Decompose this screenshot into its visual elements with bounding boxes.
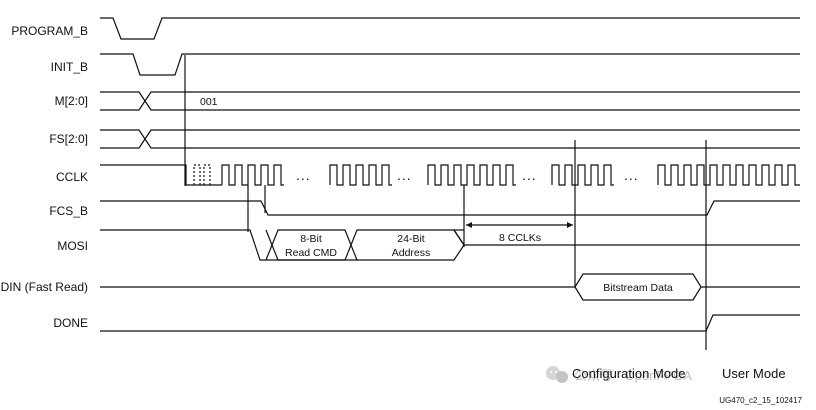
m-value: 001 <box>200 96 218 108</box>
cclk-ellipsis-1: ... <box>296 167 311 183</box>
mosi-cmd-line2: Read CMD <box>285 247 337 259</box>
user-mode-label: User Mode <box>722 366 786 381</box>
dummy-cycles-arrowheads <box>466 222 573 228</box>
label-m: M[2:0] <box>55 94 88 108</box>
mosi-addr-line1: 24-Bit <box>397 233 425 245</box>
cclk-waveform <box>100 165 800 185</box>
label-cclk: CCLK <box>56 170 88 184</box>
configuration-mode-label: Configuration Mode <box>572 366 685 381</box>
init-b-waveform <box>100 54 800 75</box>
dummy-cycles-label: 8 CCLKs <box>499 232 541 244</box>
cclk-ellipsis-4: ... <box>624 167 639 183</box>
label-din: DIN (Fast Read) <box>1 280 88 294</box>
din-bitstream-label: Bitstream Data <box>603 282 673 294</box>
done-waveform <box>100 315 800 331</box>
label-fs: FS[2:0] <box>49 132 88 146</box>
mosi-cmd-line1: 8-Bit <box>300 233 322 245</box>
cclk-ellipsis-3: ... <box>522 167 537 183</box>
wechat-icon <box>546 366 568 383</box>
label-fcs-b: FCS_B <box>49 204 88 218</box>
cclk-ellipsis-2: ... <box>397 167 412 183</box>
watermark: 公众号 · OpenFPGA <box>546 366 692 383</box>
label-program-b: PROGRAM_B <box>11 24 88 38</box>
din-waveform <box>100 274 800 300</box>
mosi-waveform <box>100 230 800 260</box>
label-mosi: MOSI <box>57 239 88 253</box>
mosi-addr-line2: Address <box>392 247 431 259</box>
label-done: DONE <box>53 316 88 330</box>
fs-bus-waveform <box>100 130 800 148</box>
m-bus-waveform <box>100 92 800 110</box>
figure-id: UG470_c2_15_102417 <box>719 396 802 405</box>
fcs-b-waveform <box>100 201 800 215</box>
program-b-waveform <box>100 18 800 39</box>
watermark-text: 公众号 · OpenFPGA <box>574 368 692 383</box>
label-init-b: INIT_B <box>51 60 88 74</box>
